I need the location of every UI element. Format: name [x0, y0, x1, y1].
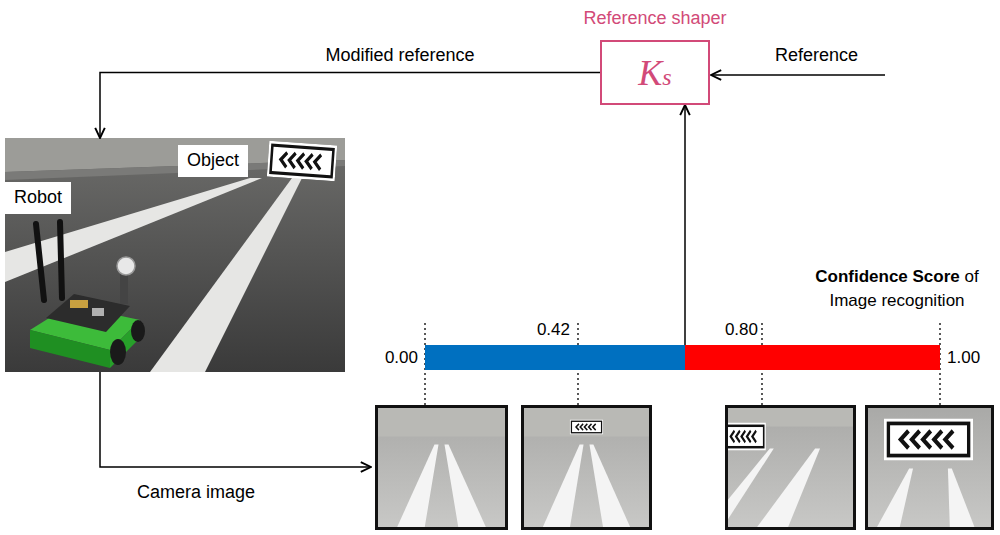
- camera-thumbnail: [377, 407, 507, 529]
- reference-arrow: [711, 74, 885, 76]
- tick-value: 0.42: [537, 320, 570, 340]
- axis-title: Confidence Score: [815, 267, 960, 286]
- camera-thumbnail: [723, 407, 855, 529]
- reference-shaper-box: Reference shaperKs: [600, 40, 710, 105]
- arrow-sign: [267, 141, 337, 182]
- transfer-function: Ks: [638, 55, 671, 91]
- photo-floor: [5, 138, 345, 372]
- signal-label: Camera image: [137, 482, 255, 504]
- robot-camera: [117, 257, 135, 275]
- antenna: [60, 222, 62, 298]
- lane-line: [150, 178, 302, 372]
- antenna: [36, 224, 44, 300]
- robot-photo: [5, 138, 345, 372]
- signal-arrow: [100, 73, 600, 139]
- tick-lines: [425, 323, 940, 405]
- robot-photo-panel: Robot Object: [5, 138, 345, 372]
- robot-chip: [70, 300, 88, 308]
- photo-label: Object: [178, 145, 248, 177]
- photo-label: Robot: [5, 182, 71, 214]
- input-signal-label: Reference: [775, 45, 858, 67]
- tick-value: 1.00: [947, 348, 980, 368]
- robot-body: [30, 330, 110, 368]
- robot-wheel: [110, 339, 126, 365]
- tick-value: 0.00: [385, 348, 418, 368]
- camera-image-arrow: [100, 372, 371, 467]
- lane-line: [5, 178, 262, 282]
- robot-chip: [92, 308, 104, 316]
- camera-thumbnail: [867, 407, 993, 529]
- tick-value: 0.80: [725, 320, 758, 340]
- title-block: Confidence Scoreof Image recognition: [797, 265, 997, 313]
- block-title: Reference shaper: [583, 8, 726, 29]
- confidence-bar: Confidence Scoreof Image recognition: [425, 345, 940, 370]
- robot-wheel: [131, 320, 145, 342]
- robot-board: [46, 294, 130, 332]
- signal-arrow: [684, 105, 686, 345]
- camera-thumbnail: [523, 407, 651, 529]
- signal-label: Modified reference: [322, 45, 477, 67]
